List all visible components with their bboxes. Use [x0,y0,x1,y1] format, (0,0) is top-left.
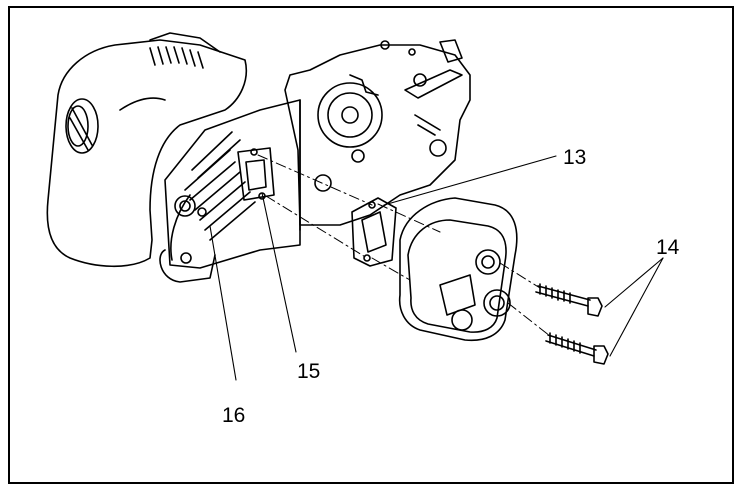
diagram-frame [8,6,734,484]
muffler-body [398,197,518,342]
callout-14: 14 [656,236,680,259]
muffler-gasket-13 [351,197,397,267]
engine-housing [46,32,247,268]
cylinder-fins [159,99,301,283]
engine-block [284,39,471,231]
exhaust-port-gasket-15 [237,147,275,201]
alignment-lines [257,154,551,337]
callout-13: 13 [563,146,587,169]
callout-16: 16 [222,404,246,427]
muffler-bolts-14 [535,283,609,365]
callout-15: 15 [297,360,321,383]
leader-lines [209,155,664,381]
